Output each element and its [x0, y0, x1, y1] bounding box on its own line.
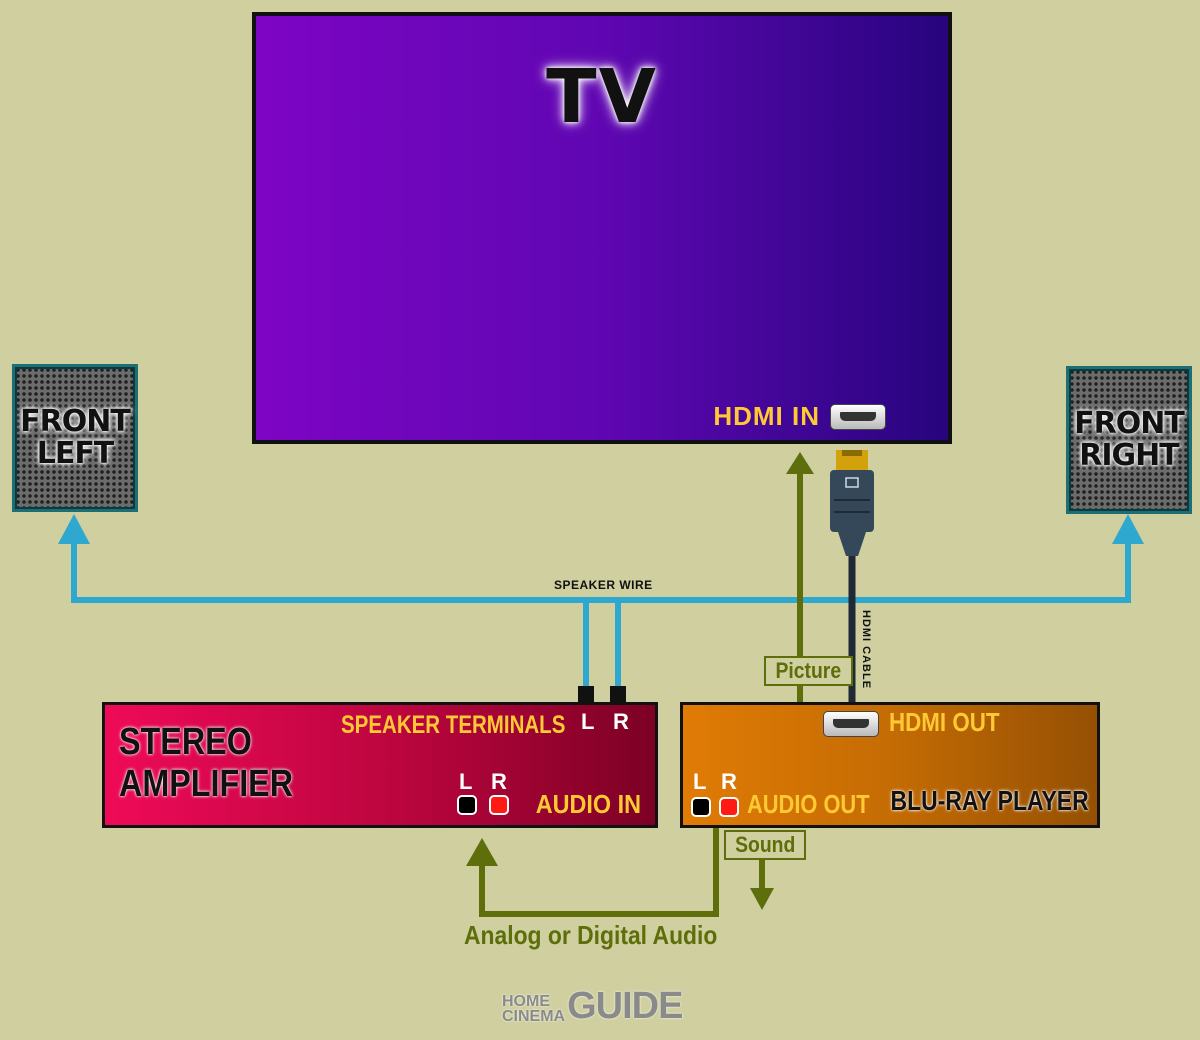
- speaker-wire-label: SPEAKER WIRE: [554, 578, 653, 592]
- amplifier-title-line1: STEREO: [119, 721, 252, 763]
- front-right-speaker: FRONT RIGHT: [1066, 366, 1192, 514]
- tv-hdmi-port-icon: [830, 404, 886, 430]
- audio-in-arrow-head: [466, 838, 498, 866]
- front-left-line2: LEFT: [36, 436, 115, 471]
- bluray-audio-out-r-label: R: [721, 769, 737, 794]
- arrow-to-front-left: [58, 514, 90, 544]
- tv-title: TV: [546, 54, 658, 140]
- bluray-player: HDMI OUT L R AUDIO OUT BLU-RAY PLAYER: [680, 702, 1100, 828]
- speaker-terminal-l-label: L: [581, 709, 595, 734]
- bluray-hdmi-out-label: HDMI OUT: [889, 707, 1000, 737]
- amp-terminal-post-right: [610, 686, 626, 702]
- front-right-line1: FRONT: [1074, 406, 1185, 441]
- bluray-title: BLU-RAY PLAYER: [890, 785, 1089, 816]
- logo-small-text: HOME CINEMA: [502, 993, 566, 1025]
- sound-arrow-head: [750, 888, 774, 910]
- amp-audio-in-right-jack: [489, 795, 509, 815]
- sound-signal-text: Sound: [735, 832, 796, 857]
- front-right-speaker-label: FRONT RIGHT: [1074, 406, 1185, 473]
- bluray-hdmi-port-icon: [823, 711, 879, 737]
- front-left-speaker: FRONT LEFT: [12, 364, 138, 512]
- front-left-speaker-label: FRONT LEFT: [20, 404, 131, 471]
- amp-audio-in-left-jack: [457, 795, 477, 815]
- picture-signal-text: Picture: [775, 658, 842, 683]
- front-right-line2: RIGHT: [1079, 438, 1179, 473]
- stereo-amplifier: STEREO AMPLIFIER SPEAKER TERMINALS L R L…: [102, 702, 658, 828]
- speaker-terminals-label: SPEAKER TERMINALS: [341, 711, 566, 739]
- picture-signal-tag: Picture: [764, 656, 853, 686]
- bluray-audio-out-left-jack: [691, 797, 711, 817]
- speaker-wire: [71, 540, 1131, 690]
- amp-terminal-post-left: [578, 686, 594, 702]
- bluray-audio-out-right-jack: [719, 797, 739, 817]
- sound-signal-tag: Sound: [724, 830, 807, 860]
- bluray-audio-out-l-label: L: [693, 769, 707, 794]
- analog-digital-audio-label: Analog or Digital Audio: [464, 920, 718, 950]
- tv-hdmi-in-label: HDMI IN: [713, 401, 820, 431]
- picture-arrow-head: [786, 452, 814, 474]
- bluray-audio-out-label: AUDIO OUT: [747, 789, 870, 819]
- logo-guide: GUIDE: [567, 985, 683, 1027]
- speaker-terminal-r-label: R: [613, 709, 629, 734]
- amp-audio-in-label: AUDIO IN: [535, 789, 641, 819]
- arrow-to-front-right: [1112, 514, 1144, 544]
- front-left-line1: FRONT: [20, 404, 131, 439]
- hdmi-cable: [830, 450, 874, 702]
- amplifier-title: STEREO AMPLIFIER: [119, 721, 293, 805]
- amp-audio-in-l-label: L: [459, 769, 473, 794]
- hdmi-cable-label: HDMI CABLE: [860, 610, 872, 690]
- logo-home: HOME: [502, 993, 550, 1010]
- amplifier-title-line2: AMPLIFIER: [119, 763, 294, 805]
- amp-audio-in-r-label: R: [491, 769, 507, 794]
- home-cinema-guide-logo: HOME CINEMA GUIDE: [502, 985, 683, 1027]
- logo-cinema: CINEMA: [502, 1008, 566, 1025]
- audio-signal-line: [479, 826, 765, 917]
- tv: TV HDMI IN: [252, 12, 952, 444]
